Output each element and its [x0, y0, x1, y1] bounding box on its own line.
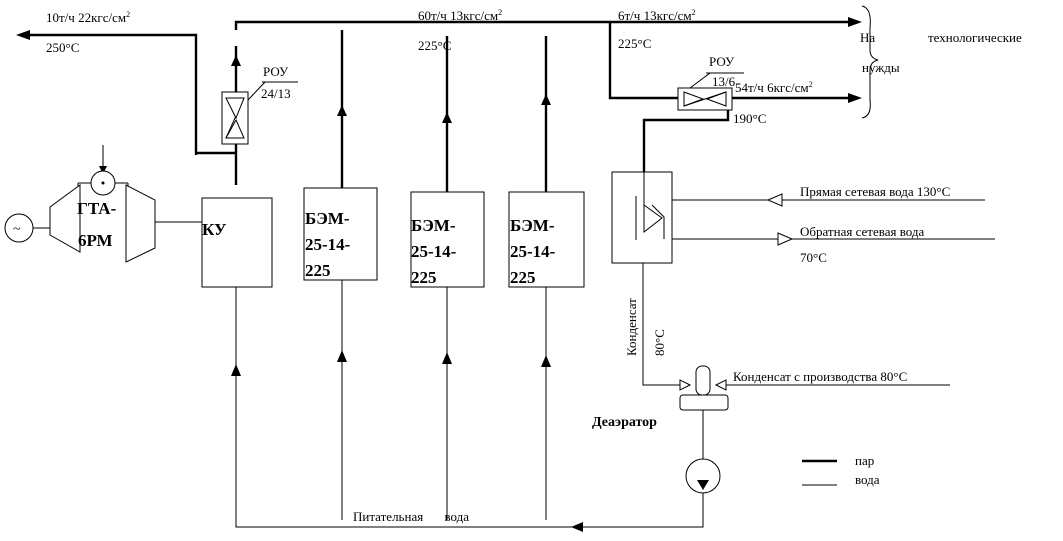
steam-line-10th: [28, 33, 198, 155]
label-rou2-name: РОУ: [709, 54, 735, 69]
legend-water-label: вода: [855, 472, 880, 487]
label-temp-225-a: 225°С: [418, 38, 451, 53]
steam-to-heater: [642, 108, 730, 172]
svg-text:6т/ч 13кгс/см2: 6т/ч 13кгс/см2: [618, 8, 696, 23]
ku-boiler: КУ: [201, 197, 273, 288]
deaerator-tank: [679, 394, 729, 411]
svg-text:25-14-: 25-14-: [510, 242, 556, 261]
arrow-up-bem2: [442, 112, 452, 123]
gta-label-line2: 6РМ: [78, 231, 113, 250]
arrow-up-bem3: [541, 94, 551, 105]
svg-text:54т/ч 6кгс/см2: 54т/ч 6кгс/см2: [735, 80, 813, 95]
arrow-up-bem1: [337, 105, 347, 116]
svg-text:60т/ч 13кгс/см2: 60т/ч 13кгс/см2: [418, 8, 502, 23]
svg-text:225: 225: [411, 268, 437, 287]
label-temp-80: 80°С: [652, 329, 667, 356]
generator-symbol: ~: [13, 222, 21, 237]
bem-boiler-2: БЭМ- 25-14- 225: [410, 191, 485, 288]
label-temp-225-b: 225°С: [618, 36, 651, 51]
label-tech-needs: нужды: [862, 60, 900, 75]
heater-box: [611, 171, 673, 264]
label-tech-na: На: [860, 30, 875, 45]
deaerator: [679, 365, 729, 411]
rou-13-6: [677, 72, 744, 111]
arrow-up-ku-water: [231, 364, 241, 376]
arrow-right-header: [848, 17, 862, 27]
arrow-left-feed: [571, 522, 583, 532]
svg-text:БЭМ-: БЭМ-: [305, 209, 350, 228]
pump-icon: [685, 458, 721, 494]
svg-text:БЭМ-: БЭМ-: [411, 216, 456, 235]
svg-text:БЭМ-: БЭМ-: [510, 216, 555, 235]
flow-labels: 10т/ч 22кгс/см2 250°С 60т/ч 13кгс/см2 22…: [46, 8, 1022, 524]
label-tech-tech: технологические: [928, 30, 1022, 45]
bem2-box: [410, 191, 485, 288]
gta-turbine: ГТА- 6РМ: [49, 170, 156, 263]
generator-icon: [4, 213, 34, 243]
feed-pump: [685, 458, 721, 494]
svg-text:225: 225: [510, 268, 536, 287]
legend: пар вода: [802, 453, 880, 487]
arrow-up-bem1-water: [337, 350, 347, 362]
arrow-up-bem3-water: [541, 355, 551, 367]
label-temp-250: 250°С: [46, 40, 79, 55]
gta-label-line1: ГТА-: [77, 199, 117, 218]
svg-text:10т/ч 22кгс/см2: 10т/ч 22кгс/см2: [46, 10, 130, 25]
water-arrows: [231, 193, 794, 532]
steam-arrows: [16, 17, 862, 123]
bem-boiler-1: БЭМ- 25-14- 225: [303, 187, 378, 281]
label-return-water: Обратная сетевая вода: [800, 224, 924, 239]
svg-text:225: 225: [305, 261, 331, 280]
legend-steam-label: пар: [855, 453, 874, 468]
generator: ~: [4, 213, 34, 243]
label-prod-condensate: Конденсат с производства 80°С: [733, 369, 907, 384]
bem1-box: [303, 187, 378, 281]
label-deaerator: Деаэратор: [592, 415, 657, 430]
ku-label: КУ: [202, 220, 227, 239]
svg-text:25-14-: 25-14-: [411, 242, 457, 261]
label-temp-70: 70°С: [800, 250, 827, 265]
bem-boiler-3: БЭМ- 25-14- 225: [508, 191, 585, 288]
arrow-right-6kgs: [848, 93, 862, 103]
label-temp-190: 190°С: [733, 111, 766, 126]
label-direct-water: Прямая сетевая вода 130°С: [800, 184, 950, 199]
network-heater: [611, 171, 673, 264]
arrow-condensate-in: [679, 379, 692, 391]
gta-compressor: [49, 184, 81, 253]
label-rou1-name: РОУ: [263, 64, 289, 79]
label-rou1-ratio: 24/13: [261, 86, 291, 101]
arrow-direct-water: [766, 193, 783, 207]
arrow-up-ku: [231, 55, 241, 66]
tech-needs-brace: [861, 5, 879, 119]
direct-water-line: [651, 199, 985, 205]
gta-turbine-section: [125, 184, 156, 263]
condensate-line: [642, 263, 690, 386]
bem3-box: [508, 191, 585, 288]
label-rou2-ratio: 13/6: [712, 74, 736, 89]
ku-box: [201, 197, 273, 288]
arrow-left-10th: [16, 30, 30, 40]
label-feed-water: Питательная вода: [353, 509, 469, 524]
arrow-return-water: [777, 232, 794, 246]
steam-header-main: [234, 20, 850, 30]
svg-text:25-14-: 25-14-: [305, 235, 351, 254]
rou-24-13: [221, 81, 298, 145]
arrow-prod-condensate-in: [714, 379, 727, 391]
feed-water-line: [235, 287, 704, 528]
steam-branch-6kgs: [608, 22, 850, 100]
label-condensate: Конденсат: [624, 298, 639, 356]
deaerator-column: [695, 365, 711, 396]
arrow-up-bem2-water: [442, 352, 452, 364]
